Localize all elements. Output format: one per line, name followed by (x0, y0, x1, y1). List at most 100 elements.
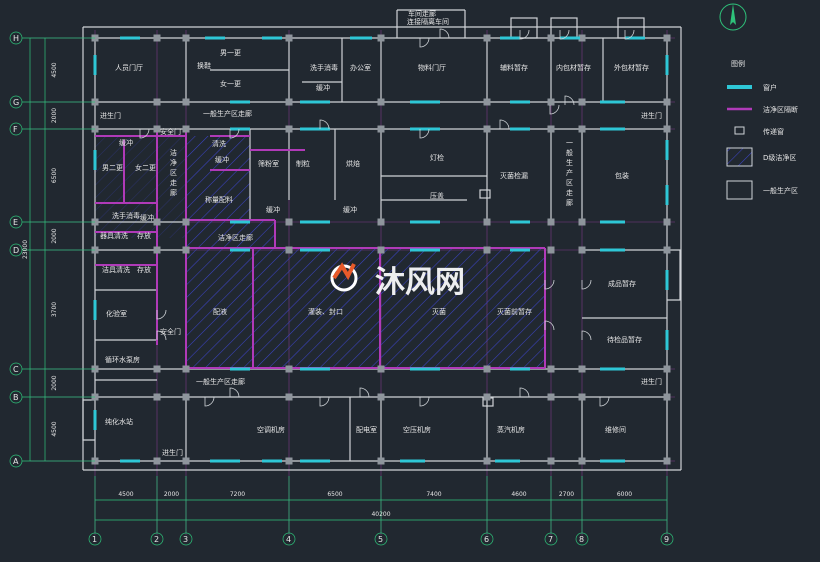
room-label: 缓冲 (215, 155, 229, 164)
dim-left: 2000 (51, 228, 58, 243)
windows (93, 36, 669, 463)
room-label-vertical: 产 (566, 168, 573, 177)
room-label: 一般生产区走廊 (203, 109, 252, 118)
dim-left: 3700 (51, 302, 58, 317)
dim-bottom: 2000 (164, 491, 179, 498)
room-label: 烘焙 (346, 159, 360, 168)
dim-left: 2000 (51, 108, 58, 123)
room-label: 蒸汽机房 (497, 425, 525, 434)
room-label: 配液 (213, 307, 227, 316)
axis-label-col: 9 (664, 535, 669, 544)
dim-left-total: 23000 (22, 240, 29, 259)
watermark: 沐风网 (330, 262, 465, 300)
dim-bottom: 6500 (327, 491, 342, 498)
room-label: 缓冲 (140, 213, 154, 222)
room-label: 成品暂存 (608, 279, 636, 288)
room-label: 洁净区走廊 (218, 233, 253, 242)
room-label-vertical: 生 (566, 158, 573, 167)
room-label: 包装 (615, 171, 629, 180)
legend-general-swatch (726, 180, 753, 200)
room-label-vertical: 般 (566, 148, 573, 157)
dim-left: 2000 (51, 375, 58, 390)
room-labels: 人员门厅换鞋男一更女一更洗手消毒缓冲办公室物料门厅车间走廊连接隔离车间辅料暂存内… (100, 9, 662, 457)
room-label: 女一更 (220, 79, 241, 88)
dim-bottom: 6000 (617, 491, 632, 498)
dimension-lines (9, 31, 674, 546)
axis-label-row: G (13, 98, 19, 107)
legend-box: 传递窗 (763, 127, 784, 136)
legend-general: 一般生产区 (763, 186, 798, 195)
room-label-vertical: 廊 (170, 188, 177, 197)
room-label: 空调机房 (257, 425, 285, 434)
room-label: 缓冲 (119, 138, 133, 147)
clean-zone-hatch (95, 136, 545, 368)
dim-bottom-total: 40200 (371, 511, 390, 518)
legend-clean: D级洁净区 (763, 153, 796, 162)
axis-label-col: 5 (378, 535, 383, 544)
mufeng-logo-icon (330, 262, 358, 292)
room-label: 器具清洗 (100, 231, 128, 240)
legend: 图例 窗户 洁净区隔断 传递窗 D级洁净区 一般生产区 (726, 59, 798, 200)
room-label: 进生门 (100, 111, 121, 120)
dim-bottom: 4500 (118, 491, 133, 498)
room-label: 辅料暂存 (500, 63, 528, 72)
room-label: 灭菌 (432, 307, 446, 316)
room-label: 换鞋 (197, 61, 211, 70)
axis-label-row: E (13, 218, 18, 227)
axis-label-row: B (13, 393, 19, 402)
room-label-vertical: 洁 (170, 148, 177, 157)
room-label: 洁具清洗 (102, 265, 130, 274)
room-label: 进生门 (641, 111, 662, 120)
room-label: 安全门 (160, 327, 181, 336)
axis-label-row: H (13, 34, 19, 43)
room-label-vertical: 走 (170, 179, 177, 187)
room-label: 洗手消毒 (112, 211, 140, 220)
legend-window: 窗户 (763, 83, 777, 92)
axis-label-col: 4 (286, 535, 291, 544)
doors (139, 28, 635, 407)
room-label-vertical: 区 (566, 179, 573, 187)
room-label: 压盖 (430, 191, 444, 200)
room-label: 缓冲 (266, 205, 280, 214)
room-label: 一般生产区走廊 (196, 377, 245, 386)
room-label: 外包材暂存 (614, 63, 649, 72)
room-label: 缓冲 (316, 83, 330, 92)
room-label: 灭菌检漏 (500, 171, 528, 180)
room-label: 纯化水站 (105, 417, 133, 426)
axis-label-row: C (13, 365, 19, 374)
room-label: 连接隔离车间 (407, 17, 449, 26)
legend-clean-swatch (726, 147, 753, 167)
room-label: 灌装、封口 (308, 307, 343, 316)
room-label: 安全门 (160, 127, 181, 136)
room-label: 内包材暂存 (556, 63, 591, 72)
room-label: 女二更 (135, 163, 156, 172)
axis-label-row: F (13, 125, 18, 134)
axis-label-row: D (13, 246, 19, 255)
room-label: 进生门 (162, 448, 183, 457)
room-label: 男二更 (102, 164, 123, 172)
room-label: 制粒 (296, 159, 310, 168)
dim-bottom: 2700 (559, 491, 574, 498)
legend-box-swatch (734, 126, 745, 135)
room-label: 待检品暂存 (607, 335, 642, 344)
room-label: 进生门 (641, 377, 662, 386)
room-label-vertical: 区 (170, 169, 177, 177)
axis-label-col: 7 (548, 535, 553, 544)
axis-label-col: 8 (579, 535, 584, 544)
room-label: 灯检 (430, 153, 444, 162)
room-label-vertical: 走 (566, 189, 573, 197)
axis-label-col: 1 (92, 535, 97, 544)
room-label: 化验室 (106, 309, 127, 318)
axis-label-row: A (13, 457, 19, 466)
room-label-vertical: 廊 (566, 198, 573, 207)
dim-left: 6500 (51, 168, 58, 183)
room-label: 车间走廊 (408, 9, 436, 18)
dim-bottom: 4600 (511, 491, 526, 498)
room-label: 维修间 (605, 425, 626, 434)
legend-title: 图例 (731, 59, 745, 68)
room-label: 灭菌前暂存 (497, 307, 532, 316)
dim-left: 4500 (51, 421, 58, 436)
legend-partition: 洁净区隔断 (763, 105, 798, 114)
room-label-vertical: 净 (170, 158, 177, 167)
